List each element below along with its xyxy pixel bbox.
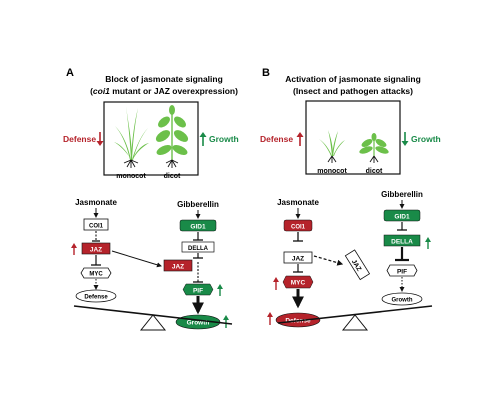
panel-a-letter: A xyxy=(66,67,74,79)
panel-a-jasmonate-label: Jasmonate xyxy=(75,198,117,207)
panel-b-gid1-node xyxy=(383,209,421,222)
panel-b-balance-fulcrum xyxy=(341,314,369,331)
panel-b-letter: B xyxy=(262,67,270,79)
panel-a-dicot-roots xyxy=(165,159,179,168)
panel-b-title-line1: Activation of jasmonate signaling xyxy=(285,74,421,84)
panel-b-gid1-text: GID1 xyxy=(394,214,410,221)
panel-a-della-text: DELLA xyxy=(188,246,209,252)
panel-a-gid1-text: GID1 xyxy=(190,224,206,231)
panel-a-monocot-plant-icon xyxy=(114,106,149,160)
panel-b-defense-node-up-arrow xyxy=(267,312,273,325)
panel-a-defense-down-arrow xyxy=(96,132,104,146)
panel-b-arrow-jaz-crosstalk xyxy=(313,255,344,266)
panel-a-pif-up-arrow xyxy=(217,284,223,296)
panel-b-gibberellin-label: Gibberellin xyxy=(381,190,423,199)
panel-a-dicot-label: dicot xyxy=(164,173,181,180)
panel-b-della-node xyxy=(383,234,421,247)
panel-b-della-text: DELLA xyxy=(391,239,413,246)
panel-b: B Activation of jasmonate signaling (Ins… xyxy=(260,67,441,331)
panel-b-myc-up-arrow xyxy=(273,277,279,290)
panel-b-della-up-arrow xyxy=(425,237,431,249)
panel-b-myc-node xyxy=(282,275,314,289)
panel-a-growth-up-arrow xyxy=(199,132,207,146)
panel-b-coi1-text: COI1 xyxy=(291,225,306,231)
panel-a-jaz-text: JAZ xyxy=(90,247,102,254)
panel-a: A Block of jasmonate signaling (coi1 mut… xyxy=(63,67,239,331)
panel-b-jasmonate-label: Jasmonate xyxy=(277,198,319,207)
panel-a-jaz2-text: JAZ xyxy=(172,264,184,271)
panel-b-growth-label: Growth xyxy=(411,134,441,144)
panel-b-coi1-node xyxy=(283,219,313,232)
panel-b-jaz-text: JAZ xyxy=(292,256,304,263)
panel-b-title-line2: (Insect and pathogen attacks) xyxy=(293,86,413,96)
panel-b-monocot-plant-icon xyxy=(319,130,345,156)
panel-a-title-line2: (coi1 mutant or JAZ overexpression) xyxy=(90,86,238,96)
panel-a-growth-label: Growth xyxy=(209,134,239,144)
panel-a-gid1-node xyxy=(179,219,217,232)
panel-b-dicot-plant-icon xyxy=(359,133,389,156)
panel-a-defense-label: Defense xyxy=(63,134,96,144)
panel-a-monocot-roots xyxy=(123,159,139,168)
panel-a-defense-node xyxy=(75,289,117,303)
panel-a-pif-node xyxy=(182,283,214,296)
panel-a-defense-text: Defense xyxy=(84,295,108,301)
panel-a-della-node xyxy=(181,241,215,253)
panel-a-coi1-node xyxy=(83,218,109,231)
panel-a-growth-node-up-arrow xyxy=(223,315,229,328)
panel-a-arrow-jaz-crosstalk xyxy=(111,250,162,268)
panel-b-pif-node xyxy=(386,264,418,277)
panel-a-jaz-up-arrow xyxy=(71,243,77,255)
panel-b-myc-text: MYC xyxy=(291,280,306,287)
panel-b-dicot-roots xyxy=(369,155,379,163)
panel-b-jaz-node xyxy=(283,251,313,264)
panel-b-growth-text: Growth xyxy=(392,298,413,304)
panel-b-pif-text: PIF xyxy=(397,269,407,276)
panel-b-monocot-roots xyxy=(327,155,337,163)
panel-a-myc-node xyxy=(80,267,112,279)
panel-b-monocot-label: monocot xyxy=(317,168,347,175)
panel-b-defense-label: Defense xyxy=(260,134,293,144)
panel-a-myc-text: MYC xyxy=(89,272,103,278)
panel-a-dicot-plant-icon xyxy=(155,105,189,160)
panel-a-gibberellin-label: Gibberellin xyxy=(177,200,219,209)
panel-b-plant-box xyxy=(305,100,401,175)
panel-a-growth-text: Growth xyxy=(187,320,210,327)
panel-a-monocot-label: monocot xyxy=(116,173,146,180)
panel-b-defense-up-arrow xyxy=(296,132,304,146)
panel-b-growth-node xyxy=(381,292,423,306)
panel-a-plant-box xyxy=(103,101,199,176)
panel-a-jaz2-node xyxy=(163,259,193,272)
panel-a-pif-text: PIF xyxy=(193,288,203,295)
panel-b-dicot-label: dicot xyxy=(366,168,383,175)
panel-a-coi1-text: COI1 xyxy=(89,224,104,230)
panel-b-jaz-tilted-node: JAZ xyxy=(344,249,371,281)
panel-b-growth-down-arrow xyxy=(401,132,409,146)
panel-a-balance-fulcrum xyxy=(139,314,167,331)
panel-a-jaz-node xyxy=(81,242,111,255)
panel-a-title-line1: Block of jasmonate signaling xyxy=(105,74,223,84)
